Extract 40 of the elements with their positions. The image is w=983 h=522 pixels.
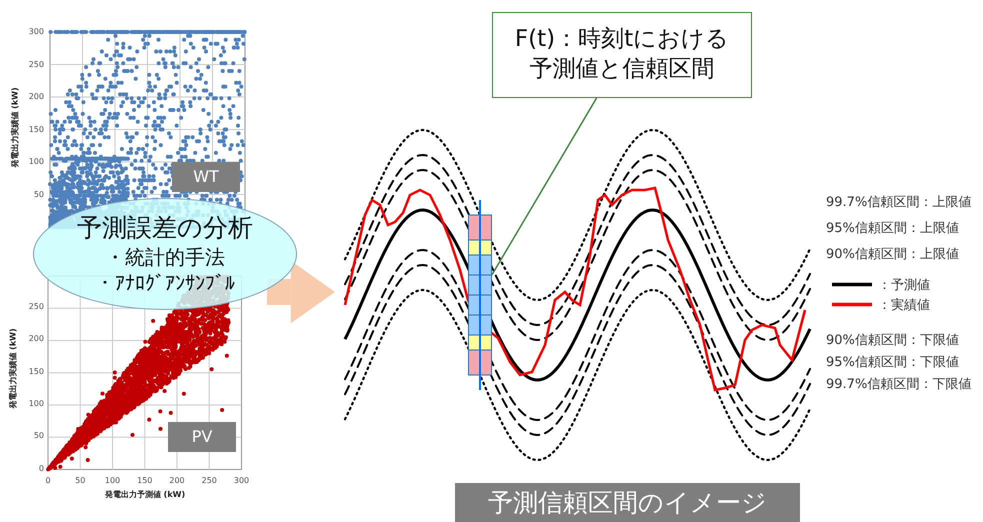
legend-label: ：予測値	[878, 277, 930, 294]
axis-tick-label: 200	[28, 334, 44, 344]
band-label: 99.7%信頼区間：下限値	[826, 376, 972, 393]
band-label: 90%信頼区間：下限値	[826, 332, 960, 349]
leader-line	[491, 98, 598, 276]
axis-tick-label: 250	[28, 302, 44, 311]
axis-tick-label: 0	[44, 476, 52, 485]
axis-tick-label: 150	[28, 124, 44, 134]
axis-tick-label: 0	[38, 464, 44, 472]
band-label: 99.7%信頼区間：上限値	[826, 194, 972, 211]
axis-tick-label: 200	[28, 92, 44, 101]
band-label: 90%信頼区間：上限値	[826, 246, 960, 263]
axis-tick-label: 150	[136, 476, 154, 485]
axis-title: 発電出力予測値 (kW)	[104, 489, 186, 500]
interval-bar	[468, 200, 492, 390]
callout-box	[492, 12, 752, 98]
axis-tick-label: 50	[32, 431, 44, 440]
list-item: ・ｱﾅﾛｸﾞｱﾝｻﾝﾌﾞﾙ	[95, 270, 235, 296]
axis-title: 発電出力実績値 (kW)	[8, 327, 18, 411]
axis-tick-label: 150	[28, 366, 44, 376]
axis-tick-label: 50	[32, 190, 44, 198]
axis-tick-label: 300	[232, 476, 250, 485]
band-label: 95%信頼区間：上限値	[826, 220, 960, 237]
heading-text: 予測誤差の分析	[77, 212, 253, 244]
list-item: ・統計的手法	[105, 244, 225, 270]
plot-tag: WT	[172, 162, 240, 192]
axis-tick-label: 300	[28, 27, 44, 36]
axis-tick-label: 250	[200, 476, 218, 485]
callout-text: F(t)：時刻tにおける予測値と信頼区間	[514, 25, 730, 84]
axis-tick-label: 200	[168, 476, 186, 485]
legend-label: ：実績値	[878, 297, 930, 314]
axis-tick-label: 100	[28, 398, 44, 408]
axis-tick-label: 250	[28, 60, 44, 68]
axis-tick-label: 100	[104, 476, 122, 485]
axis-title: 発電出力実績値 (kW)	[10, 86, 20, 170]
caption-banner: 予測信頼区間のイメージ	[455, 483, 800, 522]
band-label: 95%信頼区間：下限値	[826, 354, 960, 371]
plot-tag: PV	[168, 422, 236, 452]
axis-tick-label: 50	[74, 476, 86, 485]
axis-tick-label: 100	[28, 157, 44, 166]
